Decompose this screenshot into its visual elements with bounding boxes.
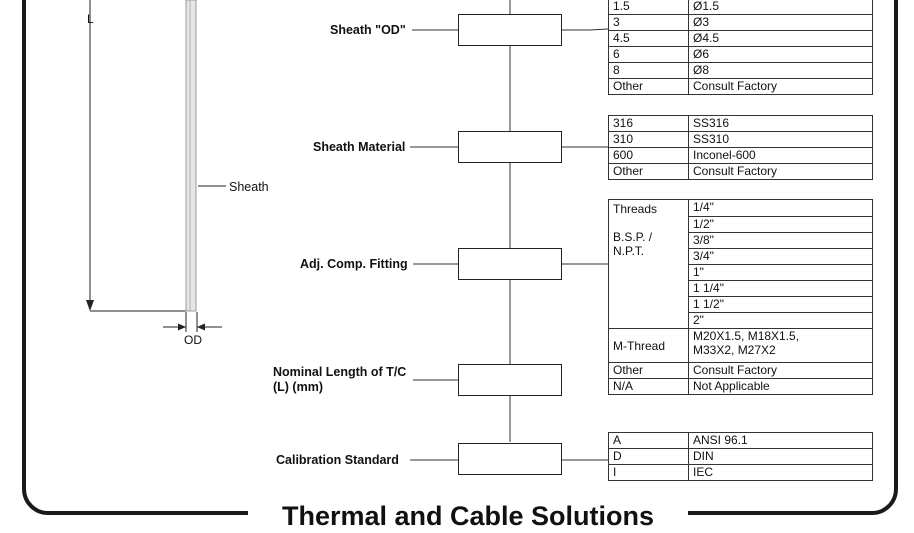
thread-type-cell: Threads B.S.P. / N.P.T. [608, 199, 689, 329]
npt-label: N.P.T. [613, 244, 645, 258]
value-cell: Consult Factory [688, 362, 873, 379]
code-cell: 310 [608, 131, 689, 148]
code-cell: 3 [608, 14, 689, 31]
value-cell: Ø4.5 [688, 30, 873, 47]
sheath-label: Sheath [229, 180, 269, 194]
label-calibration: Calibration Standard [276, 453, 399, 467]
label-adj-fitting: Adj. Comp. Fitting [300, 257, 408, 271]
value-cell: Not Applicable [688, 378, 873, 395]
thread-size-cell: 1 1/4" [688, 280, 873, 297]
label-nominal-length: Nominal Length of T/C [273, 365, 407, 379]
threads-label: Threads [613, 202, 658, 216]
value-cell: Inconel-600 [688, 147, 873, 164]
value-cell: SS316 [688, 115, 873, 132]
thread-size-cell: 3/8" [688, 232, 873, 249]
code-cell: Other [608, 163, 689, 180]
adj-fitting-box [458, 248, 562, 280]
code-cell: 6 [608, 46, 689, 63]
nominal-length-box [458, 364, 562, 396]
m-thread-value-2: M33X2, M27X2 [693, 343, 776, 357]
code-cell: 316 [608, 115, 689, 132]
table-row: M-Thread M20X1.5, M18X1.5, M33X2, M27X2 [608, 328, 873, 363]
sheath-od-box [458, 14, 562, 46]
value-cell: Ø6 [688, 46, 873, 63]
code-cell: N/A [608, 378, 689, 395]
length-marker: L [87, 12, 94, 26]
label-nominal-length-unit: (L) (mm) [273, 380, 323, 394]
bsp-label: B.S.P. / [613, 230, 653, 244]
sheath-material-box [458, 131, 562, 163]
m-thread-value-1: M20X1.5, M18X1.5, [693, 329, 800, 343]
code-cell: 8 [608, 62, 689, 79]
value-cell: Ø1.5 [688, 0, 873, 15]
thread-size-cell: 3/4" [688, 248, 873, 265]
code-cell: 4.5 [608, 30, 689, 47]
m-thread-value-cell: M20X1.5, M18X1.5, M33X2, M27X2 [688, 328, 873, 363]
code-cell: 600 [608, 147, 689, 164]
thread-size-cell: 2" [688, 312, 873, 329]
thread-size-cell: 1/4" [688, 199, 873, 217]
m-thread-label: M-Thread [608, 328, 689, 363]
value-cell: Ø8 [688, 62, 873, 79]
fitting-table: Threads B.S.P. / N.P.T. 1/4" 1/2" 3/8" 3… [608, 199, 873, 395]
label-sheath-od: Sheath "OD" [330, 23, 406, 37]
code-cell: D [608, 448, 689, 465]
code-cell: A [608, 432, 689, 449]
thread-size-cell: 1" [688, 264, 873, 281]
label-sheath-material: Sheath Material [313, 140, 406, 154]
code-cell: I [608, 464, 689, 481]
value-cell: DIN [688, 448, 873, 465]
value-cell: ANSI 96.1 [688, 432, 873, 449]
od-label: OD [184, 333, 202, 347]
footer-title: Thermal and Cable Solutions [248, 499, 688, 533]
calibration-box [458, 443, 562, 475]
value-cell: IEC [688, 464, 873, 481]
value-cell: Consult Factory [688, 163, 873, 180]
code-cell: 1.5 [608, 0, 689, 15]
code-cell: Other [608, 78, 689, 95]
code-cell: Other [608, 362, 689, 379]
table-row: Threads B.S.P. / N.P.T. 1/4" [608, 199, 873, 329]
value-cell: SS310 [688, 131, 873, 148]
thread-size-cell: 1/2" [688, 216, 873, 233]
table-row: 1/2" [609, 216, 873, 233]
value-cell: Consult Factory [688, 78, 873, 95]
thread-size-cell: 1 1/2" [688, 296, 873, 313]
value-cell: Ø3 [688, 14, 873, 31]
